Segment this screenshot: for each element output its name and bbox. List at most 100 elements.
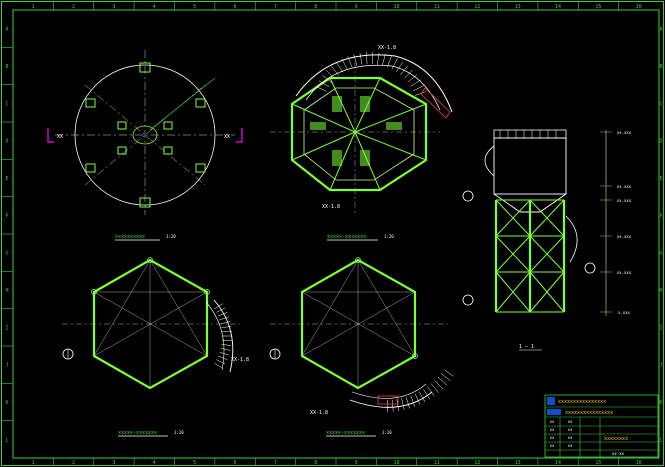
project-name: xxxxxxxxxxxxxxxx	[565, 410, 613, 416]
border-zone-letter: A	[5, 27, 8, 33]
title-row-role: xx	[550, 419, 555, 424]
border-zone-letter: D	[5, 139, 8, 145]
plan-scale: 1:20	[384, 234, 394, 239]
border-zone-number: 4	[153, 4, 156, 10]
border-zone-number: 12	[474, 460, 480, 466]
border-zone-number: 12	[474, 4, 480, 10]
title-row-role: xx	[550, 435, 555, 440]
plan-title: xxxxx-xxxxxxx	[118, 430, 157, 436]
company-name: xxxxxxxxxxxxxxxx	[558, 399, 606, 405]
elevation-level: xx.xxx	[617, 198, 632, 203]
border-zone-number: 16	[636, 460, 642, 466]
node-marker	[355, 257, 361, 263]
node-marker	[147, 257, 153, 263]
spiral-stair-treads	[315, 52, 427, 96]
border-zone-number: 9	[355, 4, 358, 10]
border-zone-number: 1	[32, 4, 35, 10]
platform-tag-a: XX-1.8	[378, 45, 396, 51]
border-zone-letter: G	[659, 251, 662, 257]
spiral-stair-inner-rail	[305, 64, 441, 111]
platform-inner-octagon	[303, 87, 415, 181]
grid-bubble	[584, 262, 596, 274]
elevation-level: xx.xxx	[617, 234, 632, 239]
section-mark-left	[47, 128, 54, 143]
platform-tag-b: XX-1.8	[322, 204, 340, 210]
border-zone-number: 8	[314, 4, 317, 10]
section-label: 1 — 1	[519, 344, 534, 350]
anchor-pad-ul	[85, 98, 96, 108]
node-marker	[91, 289, 97, 295]
plan-title: xxxxxxxxxx	[115, 234, 145, 240]
border-zone-number: 5	[193, 460, 196, 466]
title-block-logo	[547, 397, 555, 405]
anchor-bolt-plan: XX XX xxxxxxxxxx 1:20	[47, 50, 243, 241]
section-mark-left-label: XX	[57, 134, 63, 140]
stair-treads	[387, 369, 454, 412]
grid-bubble	[462, 294, 474, 306]
border-zone-letter: E	[659, 176, 662, 182]
anchor-pad-ll	[85, 163, 96, 173]
elevation-level: xx.xxx	[617, 130, 632, 135]
border-zone-number: 5	[193, 4, 196, 10]
border-zone-number: 3	[112, 460, 115, 466]
plan-scale: 1:20	[174, 430, 184, 435]
side-stair	[565, 215, 578, 263]
plan-scale: 1:20	[382, 430, 392, 435]
title-block: xxxxxxxxxxxxxxxx xxxxxxxxxxxxxxxx xx xx xx…	[544, 394, 659, 458]
railing-posts	[499, 130, 557, 138]
border-zone-number: 1	[32, 460, 35, 466]
stair-rail-outer	[349, 391, 433, 408]
elevation-level: xx.xxx	[617, 184, 632, 189]
elevation-level: x.xxx	[618, 310, 631, 315]
border-zone-letter: L	[5, 437, 8, 443]
anchor-pad-bottom	[139, 197, 151, 208]
border-zone-number: 10	[394, 4, 400, 10]
platform-deck-5	[310, 122, 326, 130]
anchor-pad-in-4	[163, 146, 173, 155]
elevation-level: xx.xxx	[617, 270, 632, 275]
stair-treads	[214, 303, 232, 369]
hex-tag: XX-1.8	[231, 357, 249, 363]
border-zone-letter: L	[659, 437, 662, 443]
center-base	[132, 125, 158, 145]
border-zone-number: 7	[274, 4, 277, 10]
platform-deck-1	[332, 96, 342, 112]
node-marker	[204, 289, 210, 295]
border-zone-letter: A	[659, 27, 662, 33]
title-row-role: xx	[550, 443, 555, 448]
spiral-stair-outer-rail	[295, 54, 453, 113]
border-zone-number: 9	[355, 460, 358, 466]
border-zone-number: 6	[234, 4, 237, 10]
project-label-box	[547, 409, 561, 415]
border-zone-letter: J	[5, 363, 8, 369]
border-zone-letter: G	[5, 251, 8, 257]
border-zone-number: 15	[595, 4, 601, 10]
border-zone-letter: I	[659, 325, 662, 331]
border-zone-number: 2	[72, 460, 75, 466]
hex-plan-right: XX-1.8 xxxxx-xxxxxxx 1:20	[269, 257, 454, 437]
dimension-leader	[149, 77, 216, 131]
hex-tag: XX-1.8	[310, 410, 328, 416]
platform-plan: XX-1.8 XX-1.8 xxxxx-xxxxxxx 1:20	[270, 45, 453, 241]
border-zone-number: 6	[234, 460, 237, 466]
border-zone-letter: J	[659, 363, 662, 369]
section-mark-right-label: XX	[224, 134, 230, 140]
platform-deck-2	[360, 96, 370, 112]
anchor-pad-ur	[195, 98, 206, 108]
border-zone-letter: E	[5, 176, 8, 182]
border-zone-letter: B	[659, 64, 662, 70]
anchor-pad-in-1	[117, 121, 127, 130]
anchor-pad-in-2	[163, 121, 173, 130]
border-zone-number: 2	[72, 4, 75, 10]
border-zone-number: 11	[434, 460, 440, 466]
border-zone-number: 3	[112, 4, 115, 10]
plan-scale: 1:20	[166, 234, 176, 239]
border-zone-letter: K	[659, 400, 662, 406]
elevation-stair	[484, 145, 495, 177]
border-zone-number: 15	[595, 460, 601, 466]
plan-title: xxxxx-xxxxxxx	[326, 430, 365, 436]
